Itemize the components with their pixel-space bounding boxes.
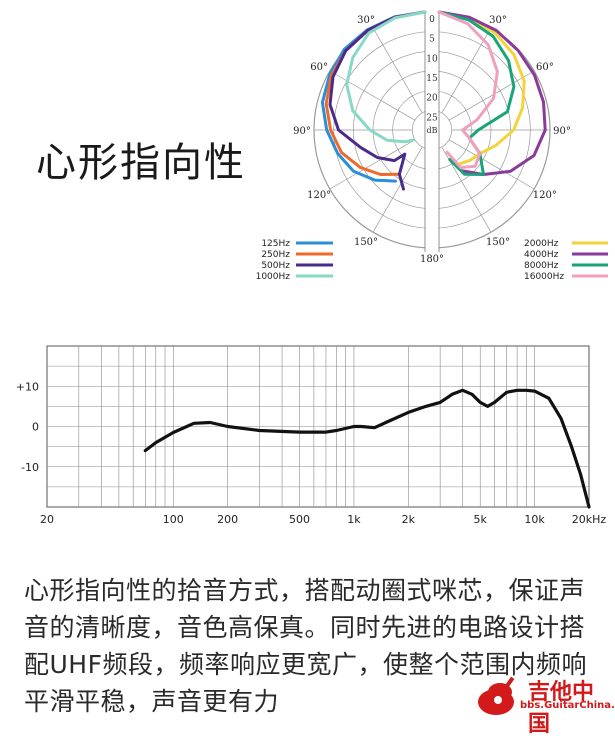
legend-label: 125Hz <box>261 239 290 249</box>
description-text: 心形指向性的拾音方式，搭配动圈式咪芯，保证声音的清晰度，音色高保真。同时先进的电… <box>24 576 587 716</box>
x-tick-label: 500 <box>289 513 310 526</box>
radial-tick-label: 15 <box>426 74 438 84</box>
angle-label-right: 120° <box>533 190 557 201</box>
polar-grid <box>313 8 551 254</box>
watermark-url: bbs.GuitarChina.com <box>520 700 615 711</box>
polar-curve-8000Hz <box>437 10 516 176</box>
x-tick-label: 1k <box>347 513 361 526</box>
angle-label-right: 90° <box>553 126 571 137</box>
legend-label: 2000Hz <box>524 239 559 249</box>
polar-curves <box>320 10 547 191</box>
angle-label-left: 90° <box>293 126 311 137</box>
polar-legend: 125Hz250Hz500Hz1000Hz2000Hz4000Hz8000Hz1… <box>256 239 608 282</box>
y-tick-label: 0 <box>32 421 39 434</box>
legend-label: 8000Hz <box>524 261 559 271</box>
radial-tick-label: 10 <box>426 54 438 64</box>
legend-label: 4000Hz <box>524 250 559 260</box>
watermark-logo: 吉他中国 bbs.GuitarChina.com <box>470 672 615 737</box>
x-tick-label: 10k <box>524 513 545 526</box>
x-tick-label: 2k <box>402 513 416 526</box>
polar-spoke <box>448 70 535 121</box>
guitar-logo-icon <box>478 676 515 715</box>
x-tick-label: 20 <box>40 513 54 526</box>
radial-tick-label: 20 <box>426 94 438 104</box>
freq-grid <box>46 345 590 508</box>
angle-label-left: 120° <box>307 190 331 201</box>
freq-curve <box>143 388 591 509</box>
polar-spoke <box>372 146 423 233</box>
legend-label: 250Hz <box>261 250 290 260</box>
polar-spoke <box>441 27 492 114</box>
angle-label-right: 30° <box>489 15 507 26</box>
polar-curve-4000Hz <box>437 10 547 176</box>
y-tick-label: +10 <box>16 380 39 393</box>
angle-label-left: 30° <box>357 15 375 26</box>
radial-unit-label: dB <box>427 126 438 135</box>
x-tick-label: 200 <box>217 513 238 526</box>
x-tick-label: 5k <box>474 513 488 526</box>
legend-label: 1000Hz <box>256 272 291 282</box>
angle-label-left: 60° <box>310 62 328 73</box>
polar-spoke <box>372 27 423 114</box>
polar-chart: 0 5 10 15 20 25 dB 180° 30° 30° 60° 60° 90° 90° 120° 12… <box>256 8 608 282</box>
radial-tick-label: 5 <box>429 35 435 45</box>
polar-curve-500Hz <box>328 10 427 191</box>
frequency-response-chart: 20 100 200 500 1k 2k 5k 10k 20kHz +10 0 -10 <box>16 345 607 526</box>
polar-labels: 0 5 10 15 20 25 dB 180° 30° 30° 60° 60° 90° 90° 120° 12… <box>293 15 571 265</box>
y-tick-label: -10 <box>21 461 39 474</box>
angle-label-right: 60° <box>536 62 554 73</box>
x-tick-label: 100 <box>163 513 184 526</box>
x-tick-label: 20kHz <box>572 513 607 526</box>
legend-label: 16000Hz <box>524 272 564 282</box>
angle-label-right: 150° <box>486 237 510 248</box>
radial-tick-label: 25 <box>426 113 438 123</box>
polar-center-gap <box>425 8 439 254</box>
freq-labels: 20 100 200 500 1k 2k 5k 10k 20kHz +10 0 -10 <box>16 380 607 526</box>
freq-response-line <box>143 388 591 509</box>
polar-curve-1000Hz <box>345 10 427 144</box>
angle-label-left: 150° <box>354 237 378 248</box>
polar-spoke <box>329 70 416 121</box>
radial-tick-label: 0 <box>429 15 435 25</box>
polar-curve-16000Hz <box>437 10 499 169</box>
polar-spoke <box>448 139 535 190</box>
polar-spoke <box>329 139 416 190</box>
page-title: 心形指向性 <box>36 140 246 186</box>
polar-curve-2000Hz <box>437 10 526 166</box>
angle-label-180: 180° <box>420 254 444 265</box>
legend-label: 500Hz <box>261 261 290 271</box>
